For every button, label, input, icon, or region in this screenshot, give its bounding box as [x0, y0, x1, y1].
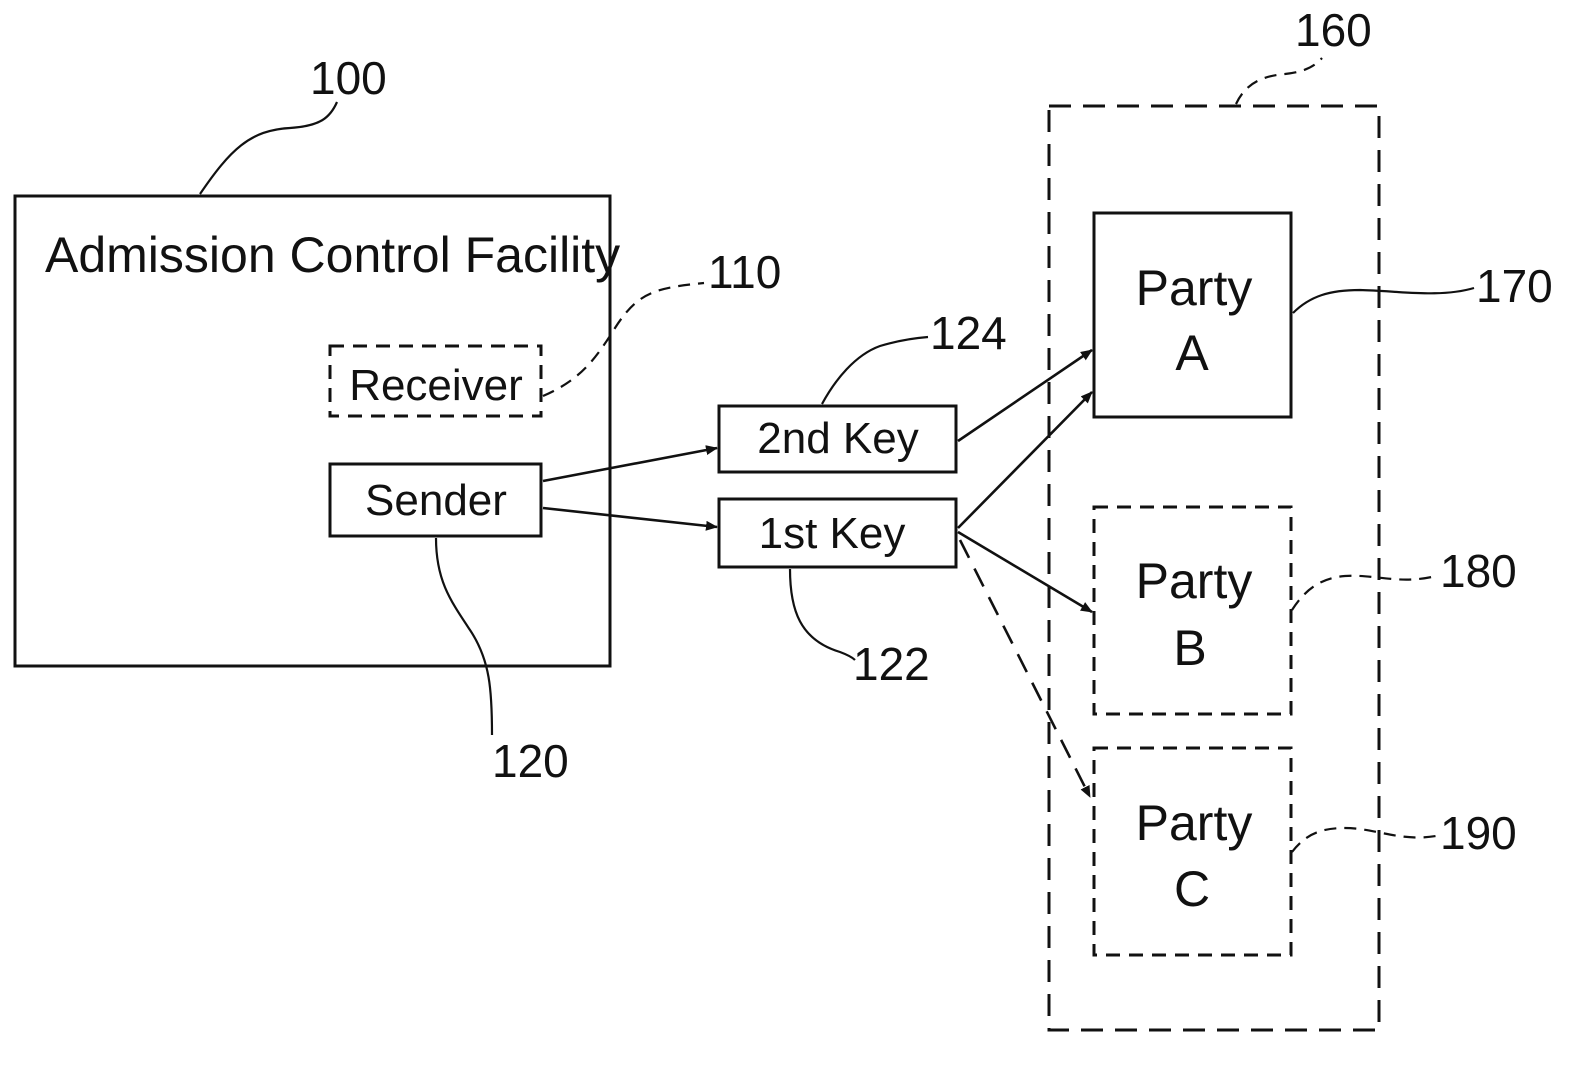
second-key-to-party-a-arrow — [958, 350, 1092, 441]
party-b-ref-label: 180 — [1440, 545, 1517, 597]
sender-label: Sender — [365, 476, 507, 525]
first-key-to-party-a-arrow — [958, 392, 1092, 528]
facility-ref-label: 100 — [310, 52, 387, 104]
party-b-box — [1094, 507, 1291, 714]
second-key-label: 2nd Key — [757, 414, 918, 463]
sender-to-second-key-arrow — [543, 448, 717, 481]
party-c-ref-label: 190 — [1440, 807, 1517, 859]
receiver-label: Receiver — [349, 361, 523, 410]
party-a-letter: A — [1175, 325, 1209, 381]
party-a-ref-label: 170 — [1476, 260, 1553, 312]
first-key-ref-label: 122 — [853, 638, 930, 690]
second-key-leader-line — [822, 337, 928, 404]
party-a-name: Party — [1136, 260, 1253, 316]
party-c-name: Party — [1136, 795, 1253, 851]
receiver-leader-line — [543, 283, 704, 396]
party-b-leader-line — [1292, 576, 1436, 610]
receiver-ref-label: 110 — [708, 246, 781, 298]
sender-leader-line — [436, 538, 492, 735]
party-a-leader-line — [1293, 288, 1474, 313]
party-c-letter: C — [1174, 861, 1210, 917]
group-ref-label: 160 — [1295, 4, 1372, 56]
group-leader-line — [1236, 58, 1322, 104]
party-c-box — [1094, 748, 1291, 955]
second-key-ref-label: 124 — [930, 307, 1007, 359]
party-b-name: Party — [1136, 553, 1253, 609]
first-key-to-party-c-arrow — [960, 540, 1090, 797]
facility-title: Admission Control Facility — [45, 227, 620, 283]
first-key-to-party-b-arrow — [958, 532, 1092, 612]
sender-ref-label: 120 — [492, 735, 569, 787]
party-c-leader-line — [1292, 828, 1436, 852]
facility-leader-line — [200, 102, 337, 194]
first-key-label: 1st Key — [759, 509, 906, 558]
party-b-letter: B — [1173, 620, 1206, 676]
first-key-leader-line — [790, 569, 855, 660]
sender-to-first-key-arrow — [543, 508, 717, 527]
